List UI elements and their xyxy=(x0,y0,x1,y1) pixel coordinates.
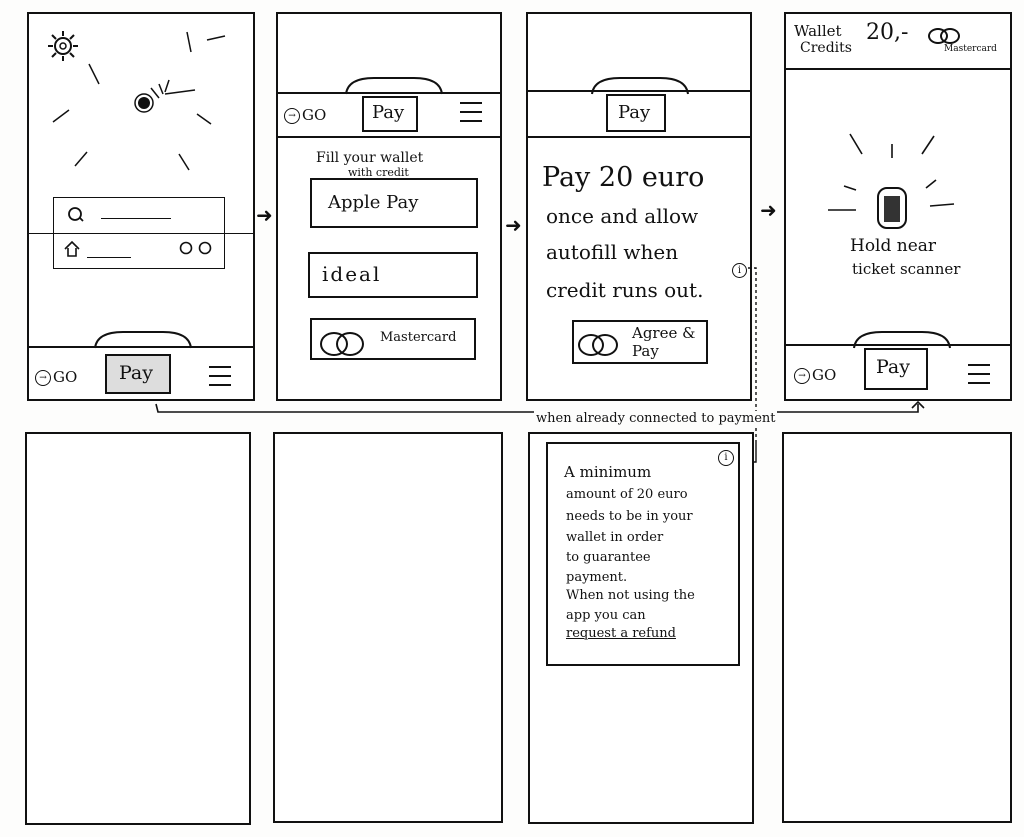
pay-tab-bump xyxy=(853,331,951,349)
blank-screen-1 xyxy=(25,432,251,825)
arrow-right-icon: → xyxy=(35,370,51,386)
agree-pay-label-line2: Pay xyxy=(632,342,659,360)
arrow-right-icon: → xyxy=(794,368,810,384)
go-tab-label: GO xyxy=(812,366,837,384)
panel-divider xyxy=(29,233,255,234)
agree-pay-label-line1: Agree & xyxy=(632,324,696,342)
go-tab[interactable]: →GO xyxy=(284,106,326,124)
tabbar-top-line xyxy=(278,92,502,94)
info-text-line5: to guarantee xyxy=(566,550,651,565)
search-input-line[interactable] xyxy=(101,218,171,219)
gear-icon[interactable] xyxy=(45,28,81,64)
pay-tab-label: Pay xyxy=(119,362,153,384)
mastercard-option[interactable] xyxy=(310,318,476,360)
credits-label: Credits xyxy=(800,40,852,56)
screen-1-frame: →GO Pay xyxy=(27,12,255,401)
agree-pay-button[interactable] xyxy=(572,320,708,364)
screen-3-frame: Pay Pay 20 euro once and allow autofill … xyxy=(526,12,752,401)
hold-text-line2: ticket scanner xyxy=(852,260,961,278)
screen-4-frame: Wallet Credits 20,- Mastercard Hold near… xyxy=(784,12,1012,401)
info-icon[interactable]: i xyxy=(718,450,734,466)
refund-link[interactable]: request a refund xyxy=(566,626,676,641)
home-icon xyxy=(64,240,80,257)
card-label: Mastercard xyxy=(944,44,997,54)
tabbar-top-line xyxy=(528,90,752,92)
pay-tab[interactable] xyxy=(606,94,666,132)
go-tab-label: GO xyxy=(53,368,78,386)
pay-tab-bump xyxy=(345,77,443,95)
hold-text-line1: Hold near xyxy=(850,236,937,256)
offer-text-line3: autofill when xyxy=(546,240,679,264)
offer-text-line2: once and allow xyxy=(546,204,699,228)
menu-icon[interactable] xyxy=(460,102,482,129)
info-text-line1: A minimum xyxy=(564,463,652,481)
menu-icon[interactable] xyxy=(209,366,231,393)
go-tab-label: GO xyxy=(302,106,327,124)
info-text-line4: wallet in order xyxy=(566,530,664,545)
location-icon xyxy=(138,97,150,109)
tabbar-top-line xyxy=(29,346,255,348)
info-text-line7: When not using the xyxy=(566,588,695,603)
info-text-line3: needs to be in your xyxy=(566,509,693,524)
pay-tab-bump xyxy=(94,331,192,349)
header-divider xyxy=(786,68,1012,70)
destination-input-line[interactable] xyxy=(87,257,131,258)
apple-pay-label: Apple Pay xyxy=(328,192,419,213)
search-icon xyxy=(68,207,84,222)
flow-arrow-2: ➜ xyxy=(505,213,522,237)
wallet-label: Wallet xyxy=(794,22,842,40)
ideal-option[interactable] xyxy=(308,252,478,298)
pay-tab-label: Pay xyxy=(372,102,405,123)
info-text-line2: amount of 20 euro xyxy=(566,487,688,502)
wallet-heading-line1: Fill your wallet xyxy=(316,150,424,166)
ideal-label: ideal xyxy=(322,262,382,286)
blank-screen-2 xyxy=(273,432,503,823)
mastercard-label: Mastercard xyxy=(380,330,457,345)
tabbar-bottom-line xyxy=(528,136,752,138)
go-tab[interactable]: →GO xyxy=(794,366,836,384)
already-connected-label: when already connected to payment xyxy=(534,411,778,426)
screen-2-frame: →GO Pay Fill your wallet with credit App… xyxy=(276,12,502,401)
flow-arrow-3: ➜ xyxy=(760,198,777,222)
arrow-right-icon: → xyxy=(284,108,300,124)
blank-screen-4 xyxy=(782,432,1012,823)
go-tab[interactable]: →GO xyxy=(35,368,77,386)
swap-circles-icon[interactable] xyxy=(179,240,219,256)
offer-text-line1: Pay 20 euro xyxy=(542,162,705,193)
pay-tab-label: Pay xyxy=(876,356,910,378)
pay-tab[interactable] xyxy=(362,96,418,132)
flow-arrow-1: ➜ xyxy=(256,203,273,227)
tabbar-bottom-line xyxy=(278,136,502,138)
pay-tab[interactable] xyxy=(864,348,928,390)
pay-tab-bump xyxy=(591,77,689,95)
wallet-heading-line2: with credit xyxy=(348,166,409,179)
info-icon[interactable]: i xyxy=(732,263,747,278)
info-text-line6: payment. xyxy=(566,570,628,585)
credit-amount: 20,- xyxy=(866,20,909,45)
pay-tab[interactable] xyxy=(105,354,171,394)
info-popup xyxy=(546,442,740,666)
pay-tab-label: Pay xyxy=(618,102,651,123)
info-text-line8: app you can xyxy=(566,608,646,623)
tabbar-top-line xyxy=(786,344,1012,346)
phone-scan-icon xyxy=(828,133,955,229)
map-area[interactable] xyxy=(29,14,257,194)
apple-pay-option[interactable] xyxy=(310,178,478,228)
offer-text-line4: credit runs out. xyxy=(546,278,704,302)
menu-icon[interactable] xyxy=(968,364,990,391)
